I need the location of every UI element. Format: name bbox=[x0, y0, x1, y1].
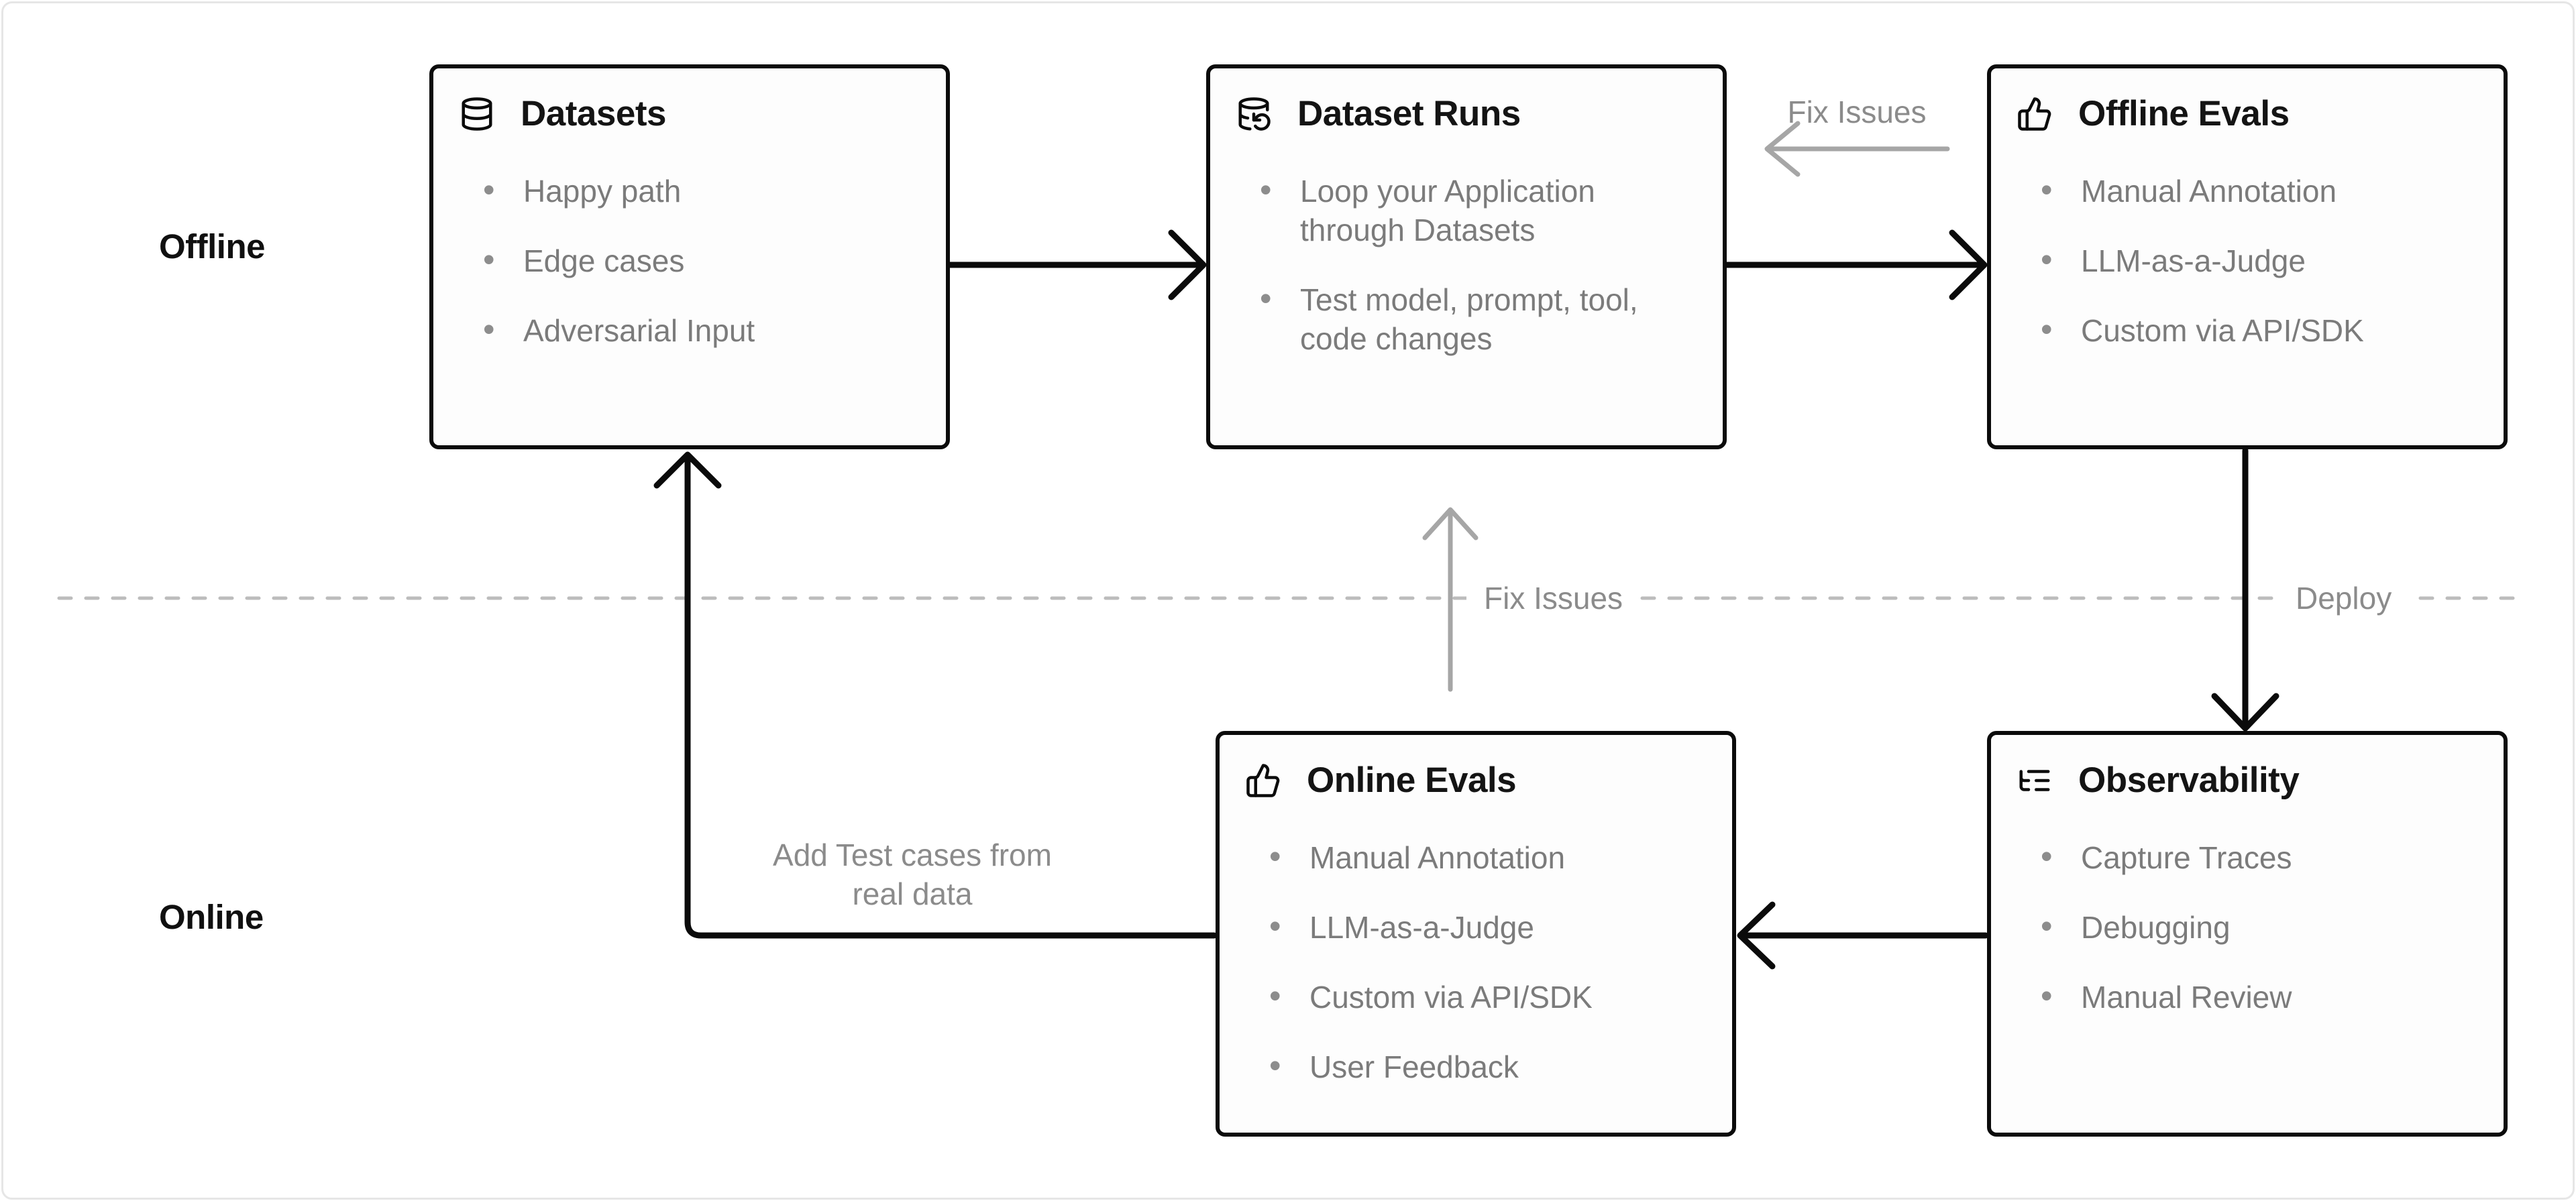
list-item: Loop your Application through Datasets bbox=[1256, 170, 1696, 249]
node-offline-evals: Offline Evals Manual Annotation LLM-as-a… bbox=[1987, 64, 2508, 449]
node-dataset-runs-header: Dataset Runs bbox=[1236, 95, 1696, 133]
database-icon bbox=[459, 96, 495, 132]
list-item: Manual Review bbox=[2037, 976, 2477, 1017]
node-datasets-list: Happy path Edge cases Adversarial Input bbox=[459, 170, 919, 350]
list-item: Debugging bbox=[2037, 907, 2477, 947]
list-item: Manual Annotation bbox=[2037, 170, 2477, 211]
node-dataset-runs: Dataset Runs Loop your Application throu… bbox=[1206, 64, 1727, 449]
arrow-datasets-to-dataset-runs bbox=[946, 229, 1207, 300]
node-offline-evals-list: Manual Annotation LLM-as-a-Judge Custom … bbox=[2017, 170, 2477, 350]
node-dataset-runs-list: Loop your Application through Datasets T… bbox=[1236, 170, 1696, 358]
edge-label-deploy: Deploy bbox=[2278, 579, 2410, 618]
fix-issues-middle-arrow bbox=[1422, 507, 1479, 692]
edge-label-fix-issues-middle: Fix Issues bbox=[1466, 579, 1641, 618]
list-item: Capture Traces bbox=[2037, 837, 2477, 877]
list-item: LLM-as-a-Judge bbox=[1265, 907, 1705, 947]
node-datasets-header: Datasets bbox=[459, 95, 919, 133]
list-item: Edge cases bbox=[479, 240, 919, 280]
arrow-offline-evals-to-observability bbox=[2211, 447, 2279, 732]
node-title: Observability bbox=[2078, 760, 2300, 800]
list-item: Adversarial Input bbox=[479, 310, 919, 350]
node-online-evals: Online Evals Manual Annotation LLM-as-a-… bbox=[1216, 731, 1736, 1137]
node-title: Dataset Runs bbox=[1297, 94, 1521, 133]
node-title: Offline Evals bbox=[2078, 94, 2290, 133]
list-item: LLM-as-a-Judge bbox=[2037, 240, 2477, 280]
thumbs-up-icon bbox=[2017, 96, 2053, 132]
list-item: Custom via API/SDK bbox=[2037, 310, 2477, 350]
arrow-online-evals-to-datasets bbox=[653, 451, 1218, 939]
list-item: Happy path bbox=[479, 170, 919, 211]
fix-issues-top-arrow bbox=[1764, 121, 1950, 177]
edge-label-add-test-cases: Add Test cases from real data bbox=[773, 838, 1052, 911]
arrow-observability-to-online-evals bbox=[1737, 901, 1989, 970]
node-observability: Observability Capture Traces Debugging M… bbox=[1987, 731, 2508, 1137]
node-observability-list: Capture Traces Debugging Manual Review bbox=[2017, 837, 2477, 1017]
node-datasets: Datasets Happy path Edge cases Adversari… bbox=[429, 64, 950, 449]
list-tree-icon bbox=[2017, 762, 2053, 799]
section-label-online: Online bbox=[159, 898, 264, 936]
node-title: Online Evals bbox=[1307, 760, 1517, 800]
list-item: User Feedback bbox=[1265, 1046, 1705, 1086]
node-title: Datasets bbox=[521, 94, 666, 133]
node-offline-evals-header: Offline Evals bbox=[2017, 95, 2477, 133]
list-item: Test model, prompt, tool, code changes bbox=[1256, 279, 1696, 358]
edge-label-fix-issues-top: Fix Issues bbox=[1787, 95, 1927, 129]
node-observability-header: Observability bbox=[2017, 762, 2477, 799]
list-item: Custom via API/SDK bbox=[1265, 976, 1705, 1017]
list-item: Manual Annotation bbox=[1265, 837, 1705, 877]
node-online-evals-list: Manual Annotation LLM-as-a-Judge Custom … bbox=[1245, 837, 1705, 1086]
section-label-offline: Offline bbox=[159, 227, 266, 266]
thumbs-up-icon bbox=[1245, 762, 1281, 799]
database-backup-icon bbox=[1236, 96, 1272, 132]
node-online-evals-header: Online Evals bbox=[1245, 762, 1705, 799]
arrow-dataset-runs-to-offline-evals bbox=[1723, 229, 1988, 300]
